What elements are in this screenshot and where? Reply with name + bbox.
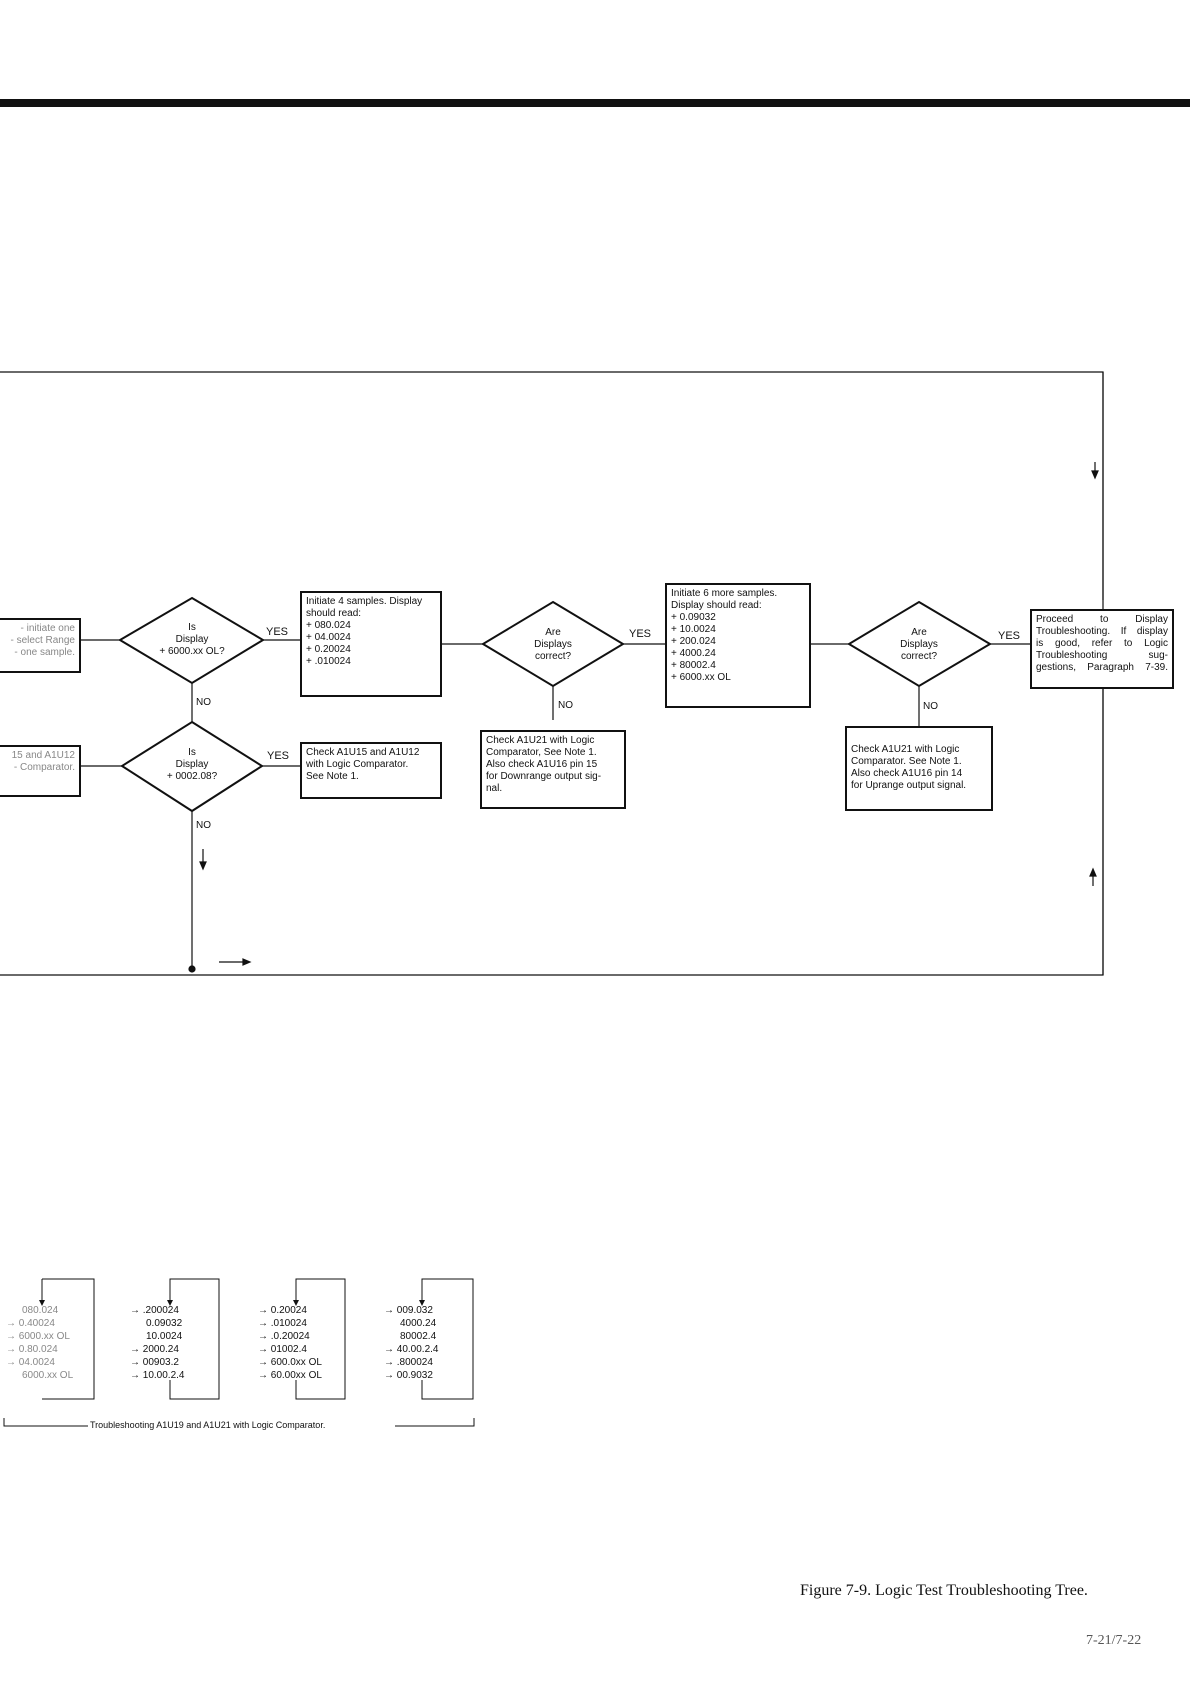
label-no: NO [196, 697, 211, 708]
sequence-col3: → 0.20024 → .010024 → .0.20024 → 01002.4… [258, 1305, 322, 1381]
partial-left-box-top: - initiate one - select Range - one samp… [0, 618, 81, 673]
label-no: NO [558, 700, 573, 711]
partial-left-box-bottom: 15 and A1U12 - Comparator. [0, 745, 81, 797]
decision-diamond-6000 [118, 596, 265, 685]
decision-text-correct-2: Are Displays correct? [900, 627, 938, 662]
decision-diamond-correct-1 [481, 600, 625, 688]
sequence-col2: → .200024 0.09032 10.0024 → 2000.24 → 00… [130, 1305, 185, 1381]
bracket-col2 [169, 1278, 220, 1400]
sequence-col1: 080.024 → 0.40024 → 6000.xx OL → 0.80.02… [6, 1305, 74, 1381]
box-initiate-4-samples: Initiate 4 samples. Display should read:… [300, 591, 442, 697]
box-initiate-6-samples: Initiate 6 more samples. Display should … [665, 583, 811, 708]
sequence-col4: → 009.032 4000.24 80002.4 → 40.00.2.4 → … [384, 1305, 439, 1381]
label-no: NO [196, 820, 211, 831]
label-no: NO [923, 701, 938, 712]
label-yes: YES [629, 628, 652, 640]
decision-text-0002: Is Display + 0002.08? [166, 747, 218, 782]
bracket-col4 [421, 1278, 474, 1400]
junction-dot [188, 965, 196, 973]
label-yes: YES [266, 626, 289, 638]
bracket-col1 [42, 1278, 95, 1400]
bracket-col3 [295, 1278, 346, 1400]
arrow-down-icon [1091, 470, 1099, 480]
sequence-caption: Troubleshooting A1U19 and A1U21 with Log… [90, 1420, 326, 1430]
arrow-down-icon [199, 861, 207, 871]
caption-bracket-left [3, 1418, 88, 1427]
box-check-a1u21-uprange: Check A1U21 with Logic Comparator. See N… [845, 726, 993, 811]
decision-text-6000: Is Display + 6000.xx OL? [159, 622, 225, 657]
box-check-a1u15: Check A1U15 and A1U12 with Logic Compara… [300, 742, 442, 799]
figure-caption: Figure 7-9. Logic Test Troubleshooting T… [800, 1582, 1088, 1599]
page-number: 7-21/7-22 [1086, 1633, 1142, 1648]
box-check-a1u21-downrange: Check A1U21 with Logic Comparator, See N… [480, 730, 626, 809]
decision-text-correct-1: Are Displays correct? [534, 627, 572, 662]
arrow-right-icon [242, 958, 252, 966]
caption-bracket-right [395, 1418, 475, 1427]
label-yes: YES [998, 630, 1021, 642]
box-proceed-display-troubleshooting: Proceed to Display Troubleshooting. If d… [1030, 609, 1174, 689]
label-yes: YES [267, 750, 290, 762]
decision-diamond-correct-2 [847, 600, 992, 688]
arrow-up-icon [1089, 867, 1097, 877]
decision-diamond-0002 [120, 720, 264, 813]
top-rule [0, 99, 1190, 107]
